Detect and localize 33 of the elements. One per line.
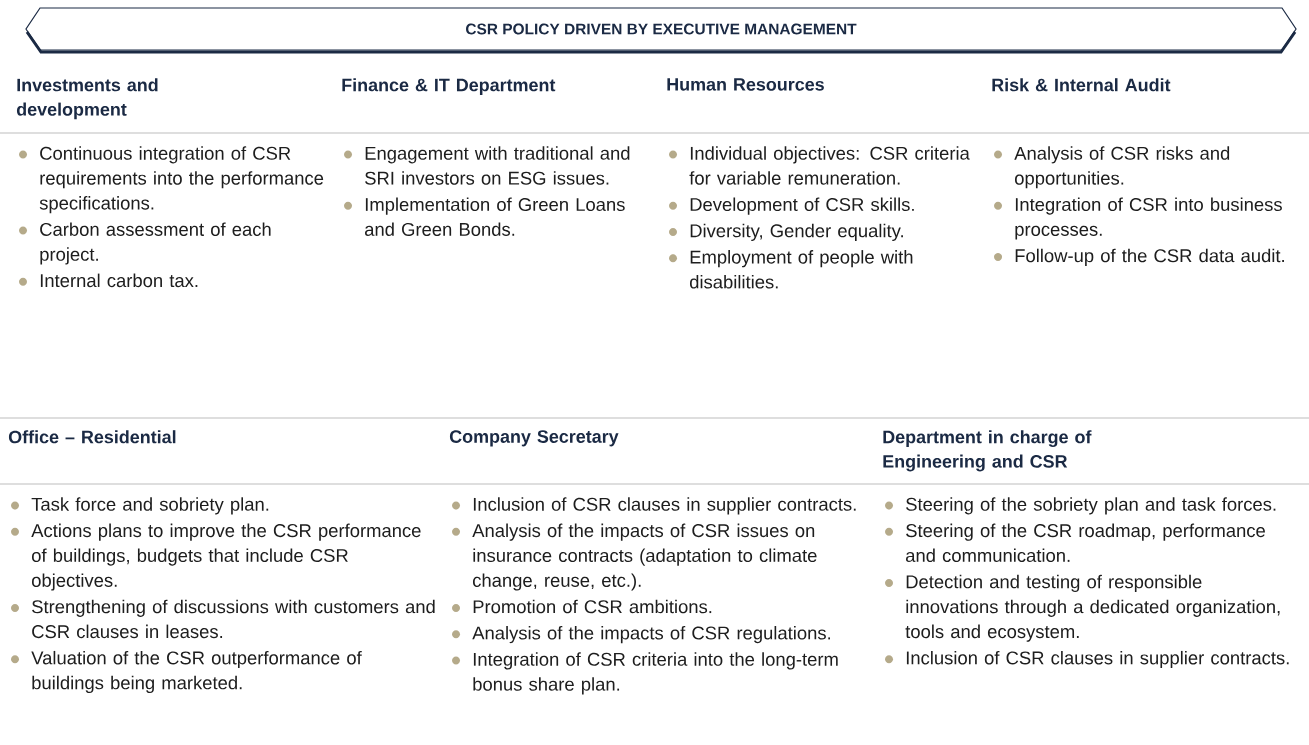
bullet-item: Steering of the sobriety plan and task forces. [906,497,1276,515]
bullet-item: Detection and testing of responsible innovations through a dedicated organization, tools and ecosystem. [905,574,1280,642]
column-heading: Department in charge of Engineering and CSR [883,430,1092,472]
banner: CSR POLICY DRIVEN BY EXECUTIVE MANAGEMENT [25,7,1297,54]
bullet-item: Analysis of the impacts of CSR issues on insurance contracts (adaptation to climate change, reuse, etc.). [472,523,817,591]
bullet-item: Engagement with traditional and SRI investors on ESG issues. [365,146,630,185]
column-heading: Company Secretary [449,430,619,447]
bullet-item: Internal carbon tax. [40,273,198,288]
bullet-item: Integration of CSR into business processes. [1015,197,1282,240]
bullet-item: Integration of CSR criteria into the long-term bonus share plan. [473,652,838,695]
bullet-item: Steering of the CSR roadmap, performance and communication. [906,523,1265,563]
bullet-item: Diversity, Gender equality. [690,223,903,241]
column-heading: Human Resources [667,78,824,91]
bullet-item: Analysis of the impacts of CSR regulations. [472,626,830,644]
bullet-item: Implementation of Green Loans and Green Bonds. [365,197,625,236]
bullet-item: Individual objectives: CSR criteria for variable remuneration. [689,146,970,185]
bullet-item: Strengthening of discussions with customers and CSR clauses in leases. [32,599,435,639]
bullet-item: Continuous integration of CSR requirements into the performance specifications. [39,146,324,214]
bullet-item: Employment of people with disabilities. [690,250,913,289]
bullet-item: Inclusion of CSR clauses in supplier contracts. [473,497,856,515]
column-heading: Office – Residential [8,430,176,444]
bullet-item: Task force and sobriety plan. [31,497,269,515]
column-heading: Risk & Internal Audit [992,78,1171,92]
bullet-item: Development of CSR skills. [690,197,914,215]
bullet-item: Analysis of CSR risks and opportunities. [1014,146,1230,189]
bullet-item: Carbon assessment of each project. [40,222,271,265]
column-heading: Investments and development [16,78,158,120]
column-heading: Finance & IT Department [342,78,556,95]
bullet-item: Valuation of the CSR outperformance of buildings being marketed. [31,650,362,693]
bullet-item: Promotion of CSR ambitions. [473,599,712,614]
bullet-item: Inclusion of CSR clauses in supplier contracts. [906,650,1289,669]
bullet-item: Follow-up of the CSR data audit. [1015,248,1284,266]
bullet-item: Actions plans to improve the CSR performance of buildings, budgets that include CSR objectives. [31,523,421,591]
